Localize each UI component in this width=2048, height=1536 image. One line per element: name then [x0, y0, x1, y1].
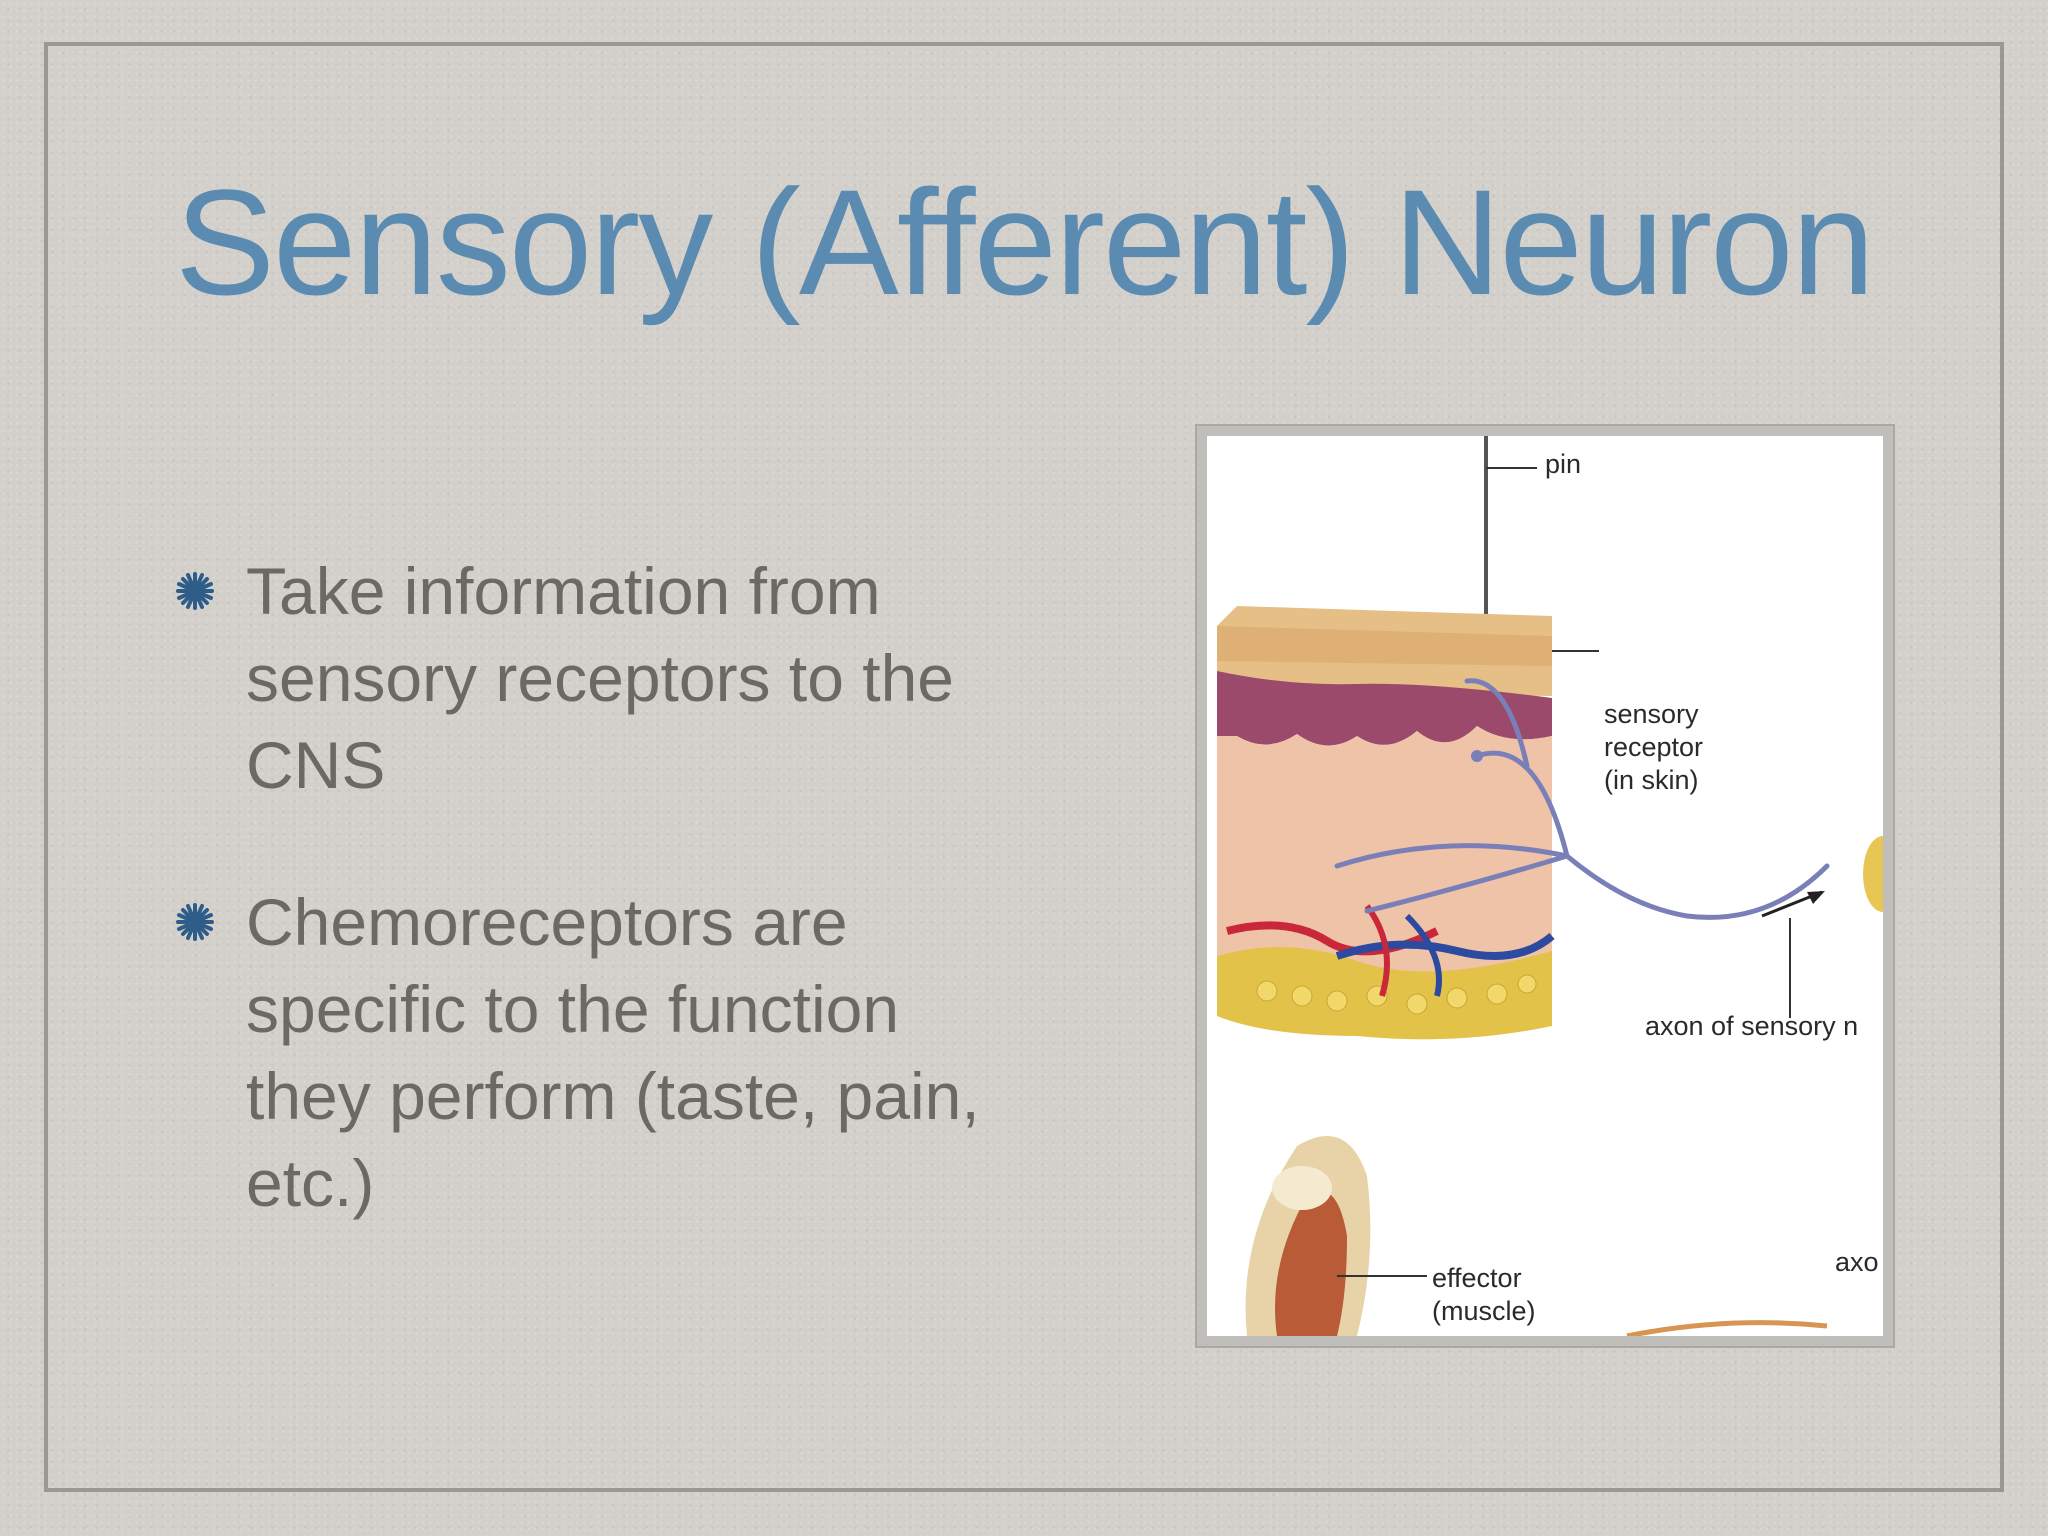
pin-label: pin	[1545, 449, 1582, 479]
neuron-figure: pin sensory receptor (in skin) axon of s…	[1197, 426, 1893, 1346]
label-line: sensory	[1604, 699, 1699, 729]
slide-frame	[44, 42, 2004, 1492]
label-line: effector	[1432, 1263, 1522, 1293]
bullet-item: Take information from sensory receptors …	[170, 548, 1030, 809]
axon-label: axo	[1835, 1247, 1879, 1277]
label-line: receptor	[1604, 732, 1704, 762]
axon-sensory-label: axon of sensory n	[1645, 1011, 1859, 1041]
sensory-receptor-label: sensory receptor (in skin)	[1604, 698, 1703, 797]
bullet-item: Chemoreceptors are specific to the funct…	[170, 879, 1030, 1227]
asterisk-bullet-icon	[176, 572, 214, 610]
bullet-text: Chemoreceptors are specific to the funct…	[246, 885, 980, 1220]
effector-label: effector (muscle)	[1432, 1262, 1536, 1328]
neuron-illustration: pin sensory receptor (in skin) axon of s…	[1207, 436, 1883, 1336]
slide-title: Sensory (Afferent) Neuron	[174, 158, 1875, 326]
label-line: (in skin)	[1604, 765, 1699, 795]
bullet-text: Take information from sensory receptors …	[246, 554, 955, 802]
skin-neuron-diagram	[1217, 436, 1883, 1336]
label-line: (muscle)	[1432, 1296, 1536, 1326]
asterisk-bullet-icon	[176, 903, 214, 941]
bullet-list: Take information from sensory receptors …	[170, 548, 1030, 1297]
